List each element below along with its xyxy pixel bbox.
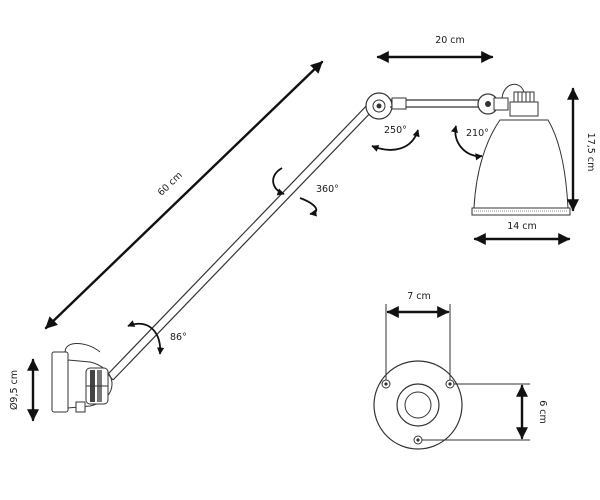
shade-diameter-label: 14 cm <box>507 221 537 232</box>
lamp-arm <box>107 99 378 381</box>
shade-height-label: 17,5 cm <box>585 133 596 172</box>
head-arm <box>390 97 480 110</box>
dim-head-arm: 20 cm <box>376 35 494 63</box>
rotation-elbow: 250° <box>371 125 420 152</box>
rotation-arm-axial: 360° <box>272 167 339 217</box>
shade-rotation-label: 210° <box>466 128 489 139</box>
mount-diameter-label: Ø9,5 cm <box>9 370 20 410</box>
arm-length-label: 60 cm <box>156 170 185 198</box>
screw-hole <box>381 379 391 389</box>
rotation-base: 86° <box>127 320 187 355</box>
screw-hole <box>445 379 455 389</box>
mounting-plate-detail: 7 cm 6 cm <box>373 291 548 450</box>
screw-hole <box>413 435 423 445</box>
rotation-shade: 210° <box>450 125 489 161</box>
elbow-rotation-label: 250° <box>384 125 407 136</box>
head-arm-label: 20 cm <box>435 35 465 46</box>
head-joint <box>477 83 525 115</box>
base-rotation-label: 86° <box>170 332 187 343</box>
wall-mount <box>51 351 113 413</box>
cable-loop <box>64 343 101 357</box>
elbow-joint <box>365 92 393 120</box>
dim-mount-diameter: Ø9,5 cm <box>9 358 39 422</box>
plate-vertical-label: 6 cm <box>537 400 548 424</box>
plate-horizontal-label: 7 cm <box>407 291 431 302</box>
arm-axial-rotation-label: 360° <box>316 184 339 195</box>
dim-shade-height: 17,5 cm <box>567 87 596 212</box>
dim-shade-diameter: 14 cm <box>473 221 571 245</box>
